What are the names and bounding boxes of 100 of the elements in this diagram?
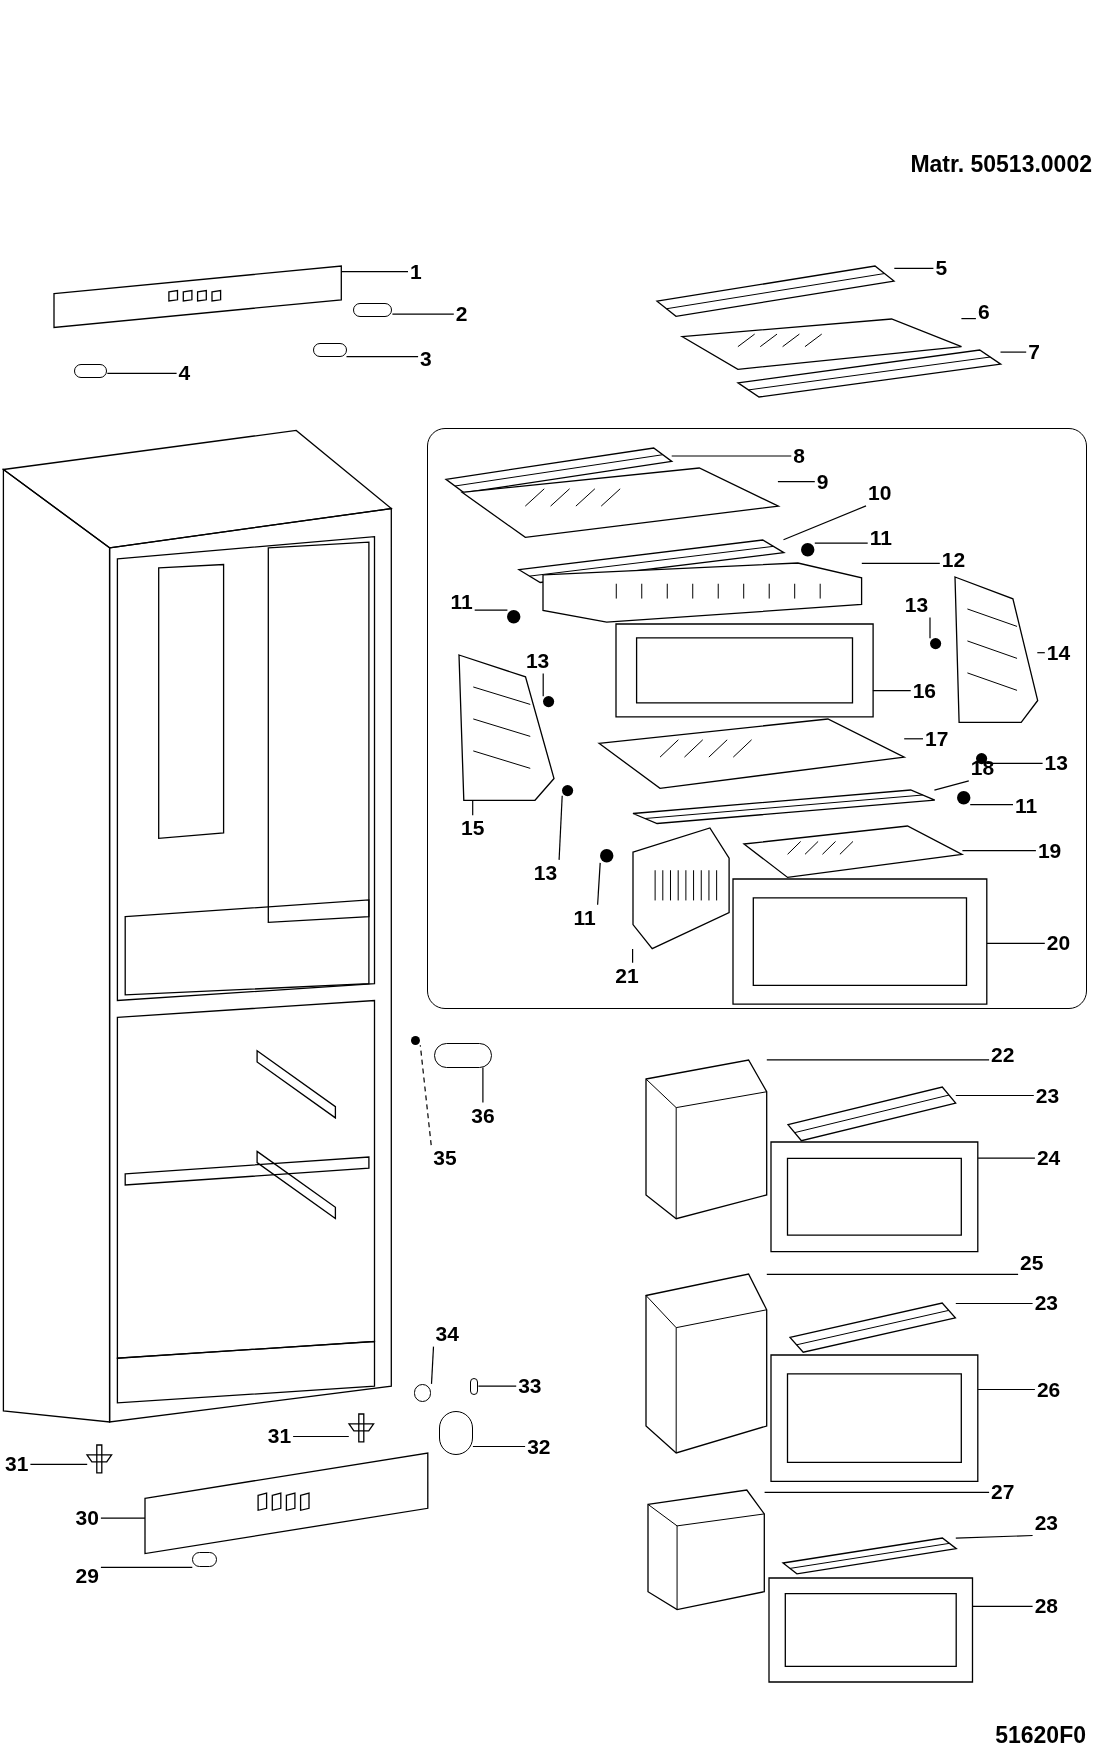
callout-number: 8 xyxy=(793,444,805,467)
glass-shelf-drawing xyxy=(681,318,962,369)
rail-drawing xyxy=(788,1086,956,1141)
callout-number: 5 xyxy=(935,257,948,280)
leader-line xyxy=(960,318,977,320)
rail-drawing xyxy=(737,349,1001,397)
callout-number: 31 xyxy=(267,1425,292,1448)
adjustable-foot-drawing xyxy=(87,1445,112,1474)
leader-line xyxy=(558,795,563,861)
panel-drawing xyxy=(145,1453,429,1554)
callout-number: 14 xyxy=(1046,641,1071,664)
leader-line xyxy=(971,1605,1034,1607)
screw-drawing xyxy=(562,784,574,796)
callout-number: 16 xyxy=(912,679,937,702)
glass-shelf-drawing xyxy=(599,718,905,788)
callout-number: 29 xyxy=(75,1565,99,1588)
screw-drawing xyxy=(507,610,521,624)
leader-line xyxy=(814,542,869,544)
leader-line xyxy=(861,562,941,564)
callout-number: 20 xyxy=(1046,932,1071,955)
leader-line xyxy=(340,271,409,273)
side-support-drawing xyxy=(954,576,1038,722)
drawer-drawing xyxy=(632,828,729,949)
callout-number: 13 xyxy=(533,861,558,884)
callout-number: 9 xyxy=(816,470,829,493)
leader-line xyxy=(430,1346,435,1385)
callout-number: 23 xyxy=(1035,1084,1060,1107)
callout-number: 23 xyxy=(1034,1511,1058,1534)
rail-drawing xyxy=(782,1538,956,1574)
screw-drawing xyxy=(411,1036,421,1046)
drawer-front-drawing xyxy=(769,1578,973,1683)
leader-line xyxy=(472,1445,526,1448)
group-frame xyxy=(427,428,1087,1010)
callout-number: 11 xyxy=(450,591,473,614)
leader-line xyxy=(999,351,1027,353)
leader-line xyxy=(477,1385,517,1387)
callout-number: 3 xyxy=(420,347,432,370)
callout-number: 28 xyxy=(1034,1595,1058,1618)
callout-number: 22 xyxy=(991,1044,1015,1067)
leader-line xyxy=(893,267,934,269)
crisper-bin-drawing xyxy=(648,1490,765,1610)
leader-line xyxy=(782,505,867,541)
screw-drawing xyxy=(600,849,614,863)
callout-number: 30 xyxy=(75,1507,99,1530)
callout-number: 25 xyxy=(1020,1252,1044,1275)
callout-number: 13 xyxy=(1044,752,1068,775)
crisper-bin-drawing xyxy=(646,1059,767,1219)
drawing-code: 51620F0 xyxy=(995,1721,1086,1749)
rail-drawing xyxy=(445,448,672,493)
leader-line xyxy=(977,1157,1036,1159)
callout-number: 7 xyxy=(1028,341,1040,364)
callout-number: 11 xyxy=(1015,794,1038,817)
leader-line xyxy=(977,1388,1036,1391)
leader-line xyxy=(764,1491,990,1493)
leader-line xyxy=(929,617,931,639)
callout-number: 35 xyxy=(433,1147,457,1170)
adjustable-foot-drawing xyxy=(348,1414,374,1443)
leader-line xyxy=(345,356,419,358)
drawer-front-drawing xyxy=(615,623,873,717)
leader-line xyxy=(100,1566,193,1568)
callout-number: 26 xyxy=(1036,1378,1061,1401)
leader-line xyxy=(472,799,474,816)
side-support-drawing xyxy=(459,654,555,801)
callout-number: 27 xyxy=(991,1481,1015,1504)
leader-line xyxy=(474,609,508,611)
callout-number: 32 xyxy=(527,1435,551,1458)
rail-drawing xyxy=(657,266,895,317)
leader-line xyxy=(955,1302,1034,1305)
leader-line xyxy=(632,948,634,964)
callout-number: 23 xyxy=(1034,1292,1058,1315)
callout-number: 34 xyxy=(435,1322,459,1345)
crisper-bin-drawing xyxy=(646,1274,767,1454)
leader-line xyxy=(542,672,544,697)
leader-line xyxy=(482,1067,484,1104)
callout-number: 13 xyxy=(525,649,550,672)
screw-drawing xyxy=(801,543,815,557)
material-number: Matr. 50513.0002 xyxy=(910,150,1092,178)
panel-drawing xyxy=(53,266,341,328)
leader-line xyxy=(872,690,912,692)
callout-number: 12 xyxy=(941,548,966,571)
callout-number: 19 xyxy=(1037,839,1062,862)
glass-shelf-drawing xyxy=(744,826,963,878)
leader-line xyxy=(1036,652,1046,654)
leader-line xyxy=(419,1044,432,1146)
callout-number: 6 xyxy=(977,300,990,323)
callout-number: 13 xyxy=(904,593,929,616)
callout-number: 17 xyxy=(925,727,949,750)
callout-number: 11 xyxy=(573,906,596,929)
leader-line xyxy=(766,1059,990,1061)
callout-number: 11 xyxy=(869,526,892,549)
callout-number: 1 xyxy=(410,260,422,283)
callout-number: 10 xyxy=(868,481,892,504)
leader-line xyxy=(597,862,601,906)
leader-line xyxy=(29,1463,88,1465)
callout-number: 24 xyxy=(1036,1147,1061,1170)
callout-number: 21 xyxy=(615,964,639,987)
leader-line xyxy=(766,1273,1019,1275)
screw-drawing xyxy=(956,791,971,805)
leader-line xyxy=(986,942,1046,944)
leader-line xyxy=(955,1534,1034,1539)
